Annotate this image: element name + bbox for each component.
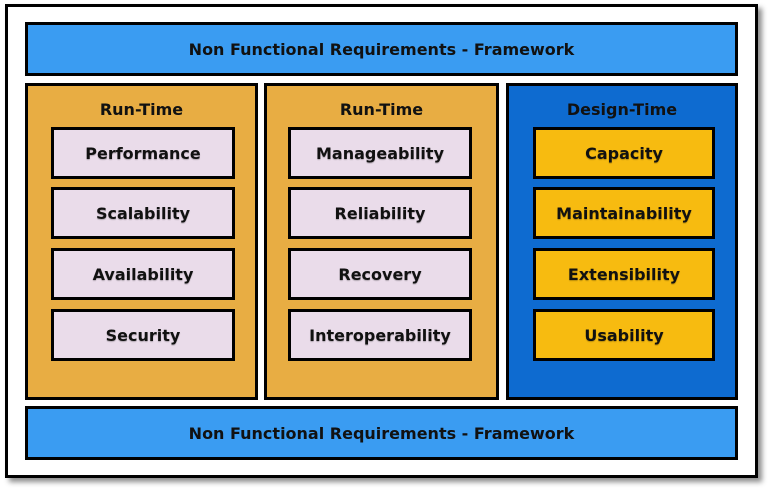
item-maintainability: Maintainability <box>533 187 715 239</box>
item-manageability: Manageability <box>288 127 472 179</box>
item-reliability: Reliability <box>288 187 472 239</box>
bottom-banner-label: Non Functional Requirements - Framework <box>188 423 575 443</box>
bottom-banner: Non Functional Requirements - Framework <box>25 406 738 460</box>
top-banner: Non Functional Requirements - Framework <box>25 22 738 76</box>
column-2-title: Run-Time <box>339 100 424 119</box>
top-banner-label: Non Functional Requirements - Framework <box>188 39 575 59</box>
column-3-title: Design-Time <box>566 100 678 119</box>
column-1-title: Run-Time <box>99 100 184 119</box>
item-extensibility: Extensibility <box>533 248 715 300</box>
item-recovery: Recovery <box>288 248 472 300</box>
item-availability: Availability <box>51 248 235 300</box>
item-performance: Performance <box>51 127 235 179</box>
runtime-column-2: Run-Time Manageability Reliability Recov… <box>264 83 499 400</box>
runtime-column-1: Run-Time Performance Scalability Availab… <box>25 83 258 400</box>
item-capacity: Capacity <box>533 127 715 179</box>
item-interoperability: Interoperability <box>288 309 472 361</box>
item-scalability: Scalability <box>51 187 235 239</box>
item-usability: Usability <box>533 309 715 361</box>
item-security: Security <box>51 309 235 361</box>
designtime-column: Design-Time Capacity Maintainability Ext… <box>506 83 738 400</box>
diagram-frame: Non Functional Requirements - Framework … <box>5 4 758 478</box>
